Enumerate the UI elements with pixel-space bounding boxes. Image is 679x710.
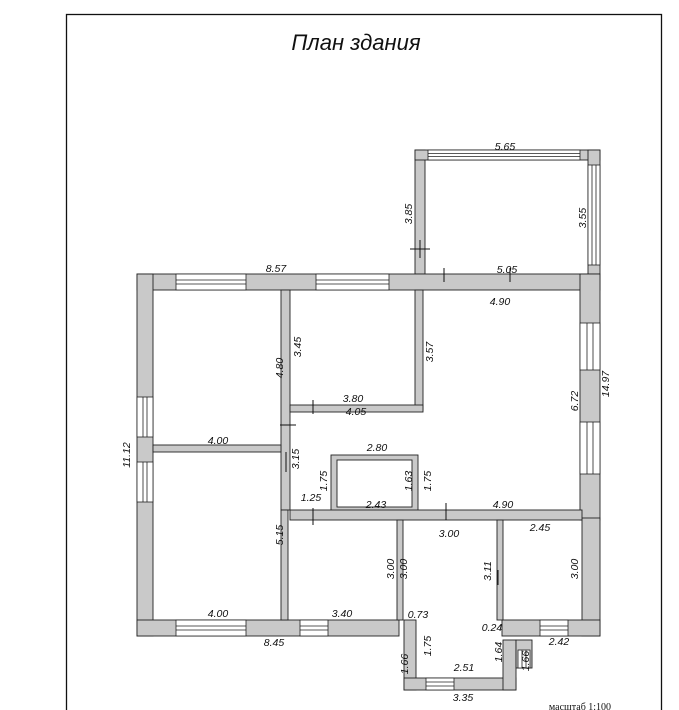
wall-v-bath-left [396,519,404,621]
dim-porch-far-right: 1.66 [520,651,532,672]
dim-left-room-height: 4.80 [274,358,286,379]
dim-porch-outer: 3.35 [453,692,474,704]
tick-marks [280,240,511,585]
wall-porch-bottom [403,677,517,691]
dim-top-left-total: 8.57 [266,263,288,275]
sheet-frame [65,13,663,710]
wall-v-room-a-right [414,289,424,411]
wall-outer-left [136,273,154,637]
dim-porch-left: 1.66 [399,654,411,675]
wall-outer-right-lower [581,517,601,637]
wall-closet-inner [336,459,413,508]
dim-closet-left: 1.75 [318,471,330,492]
dim-bath-left: 3.00 [385,559,397,580]
plan-title: План здания [291,30,421,55]
dim-bottom-room-width: 4.00 [208,608,229,620]
dim-mid-room-width: 3.40 [332,608,353,620]
dim-porch-width: 2.51 [453,662,474,674]
dim-kitchen-width: 4.90 [490,296,511,308]
dim-living-width: 4.90 [493,499,514,511]
dim-nook-width: 1.25 [301,492,322,504]
windows [136,149,601,691]
dim-closet-right: 1.75 [422,471,434,492]
window-top-left [175,273,247,291]
window-porch [425,677,455,691]
window-bottom-mid [299,619,329,637]
wall-outer-right-upper [579,273,601,521]
dim-bedroom-width: 4.00 [208,435,229,447]
window-balcony-top [427,149,581,161]
window-right-lower [579,421,601,475]
dim-porch-right: 2.42 [548,636,570,648]
dim-wc-width: 2.45 [529,522,551,534]
dim-kitchen-height: 3.57 [424,341,436,363]
dim-corridor-width: 4.05 [346,406,367,418]
dim-step: 0.24 [482,622,503,634]
wall-v-bottom-left [280,509,289,621]
dim-room-a-height: 3.45 [292,337,304,358]
wall-v-bath-right [496,519,504,621]
dim-closet-width: 2.80 [366,442,388,454]
dim-window-span: 6.72 [569,391,581,412]
dim-hall-height: 3.15 [290,449,302,470]
dim-bath-height: 3.11 [482,561,494,581]
wall-h-mid [289,509,583,521]
dim-bottom-total: 8.45 [264,637,285,649]
dim-bath-width: 3.00 [439,528,460,540]
dim-room-a-width: 3.80 [343,393,364,405]
window-left-lower [136,461,154,503]
dim-balcony-width: 5.65 [495,141,516,153]
dim-top-right-total: 5.05 [497,264,518,276]
dim-right-total: 14.97 [600,370,612,397]
dim-closet-height: 1.63 [403,471,415,492]
wall-h-left-mid [152,444,282,453]
dim-porch-inner: 1.75 [422,636,434,657]
window-top-mid [315,273,390,291]
dim-bedroom-height: 5.15 [274,525,286,546]
window-bottom-right [539,619,569,637]
dimension-labels: 5.65 3.85 3.55 8.57 5.05 4.90 3.45 3.80 … [121,141,612,704]
wall-h-room-a-bottom [289,404,424,413]
dim-left-total: 11.12 [121,442,133,468]
dim-balcony-left: 3.85 [403,204,415,225]
dim-bath-inner: 3.00 [398,559,410,580]
dim-door-gap: 0.73 [408,609,429,621]
walls [136,149,601,691]
window-balcony-right [587,164,601,266]
dim-porch-mid: 1.64 [493,642,505,663]
scale-note: масштаб 1:100 [549,702,611,710]
window-bottom-left [175,619,247,637]
dim-balcony-right: 3.55 [577,208,589,229]
wall-v-left [280,289,291,511]
dim-wc-height: 3.00 [569,559,581,580]
window-porch-step [517,649,531,669]
window-left-upper [136,396,154,438]
window-right-upper [579,322,601,371]
dim-closet-bottom: 2.43 [365,499,387,511]
